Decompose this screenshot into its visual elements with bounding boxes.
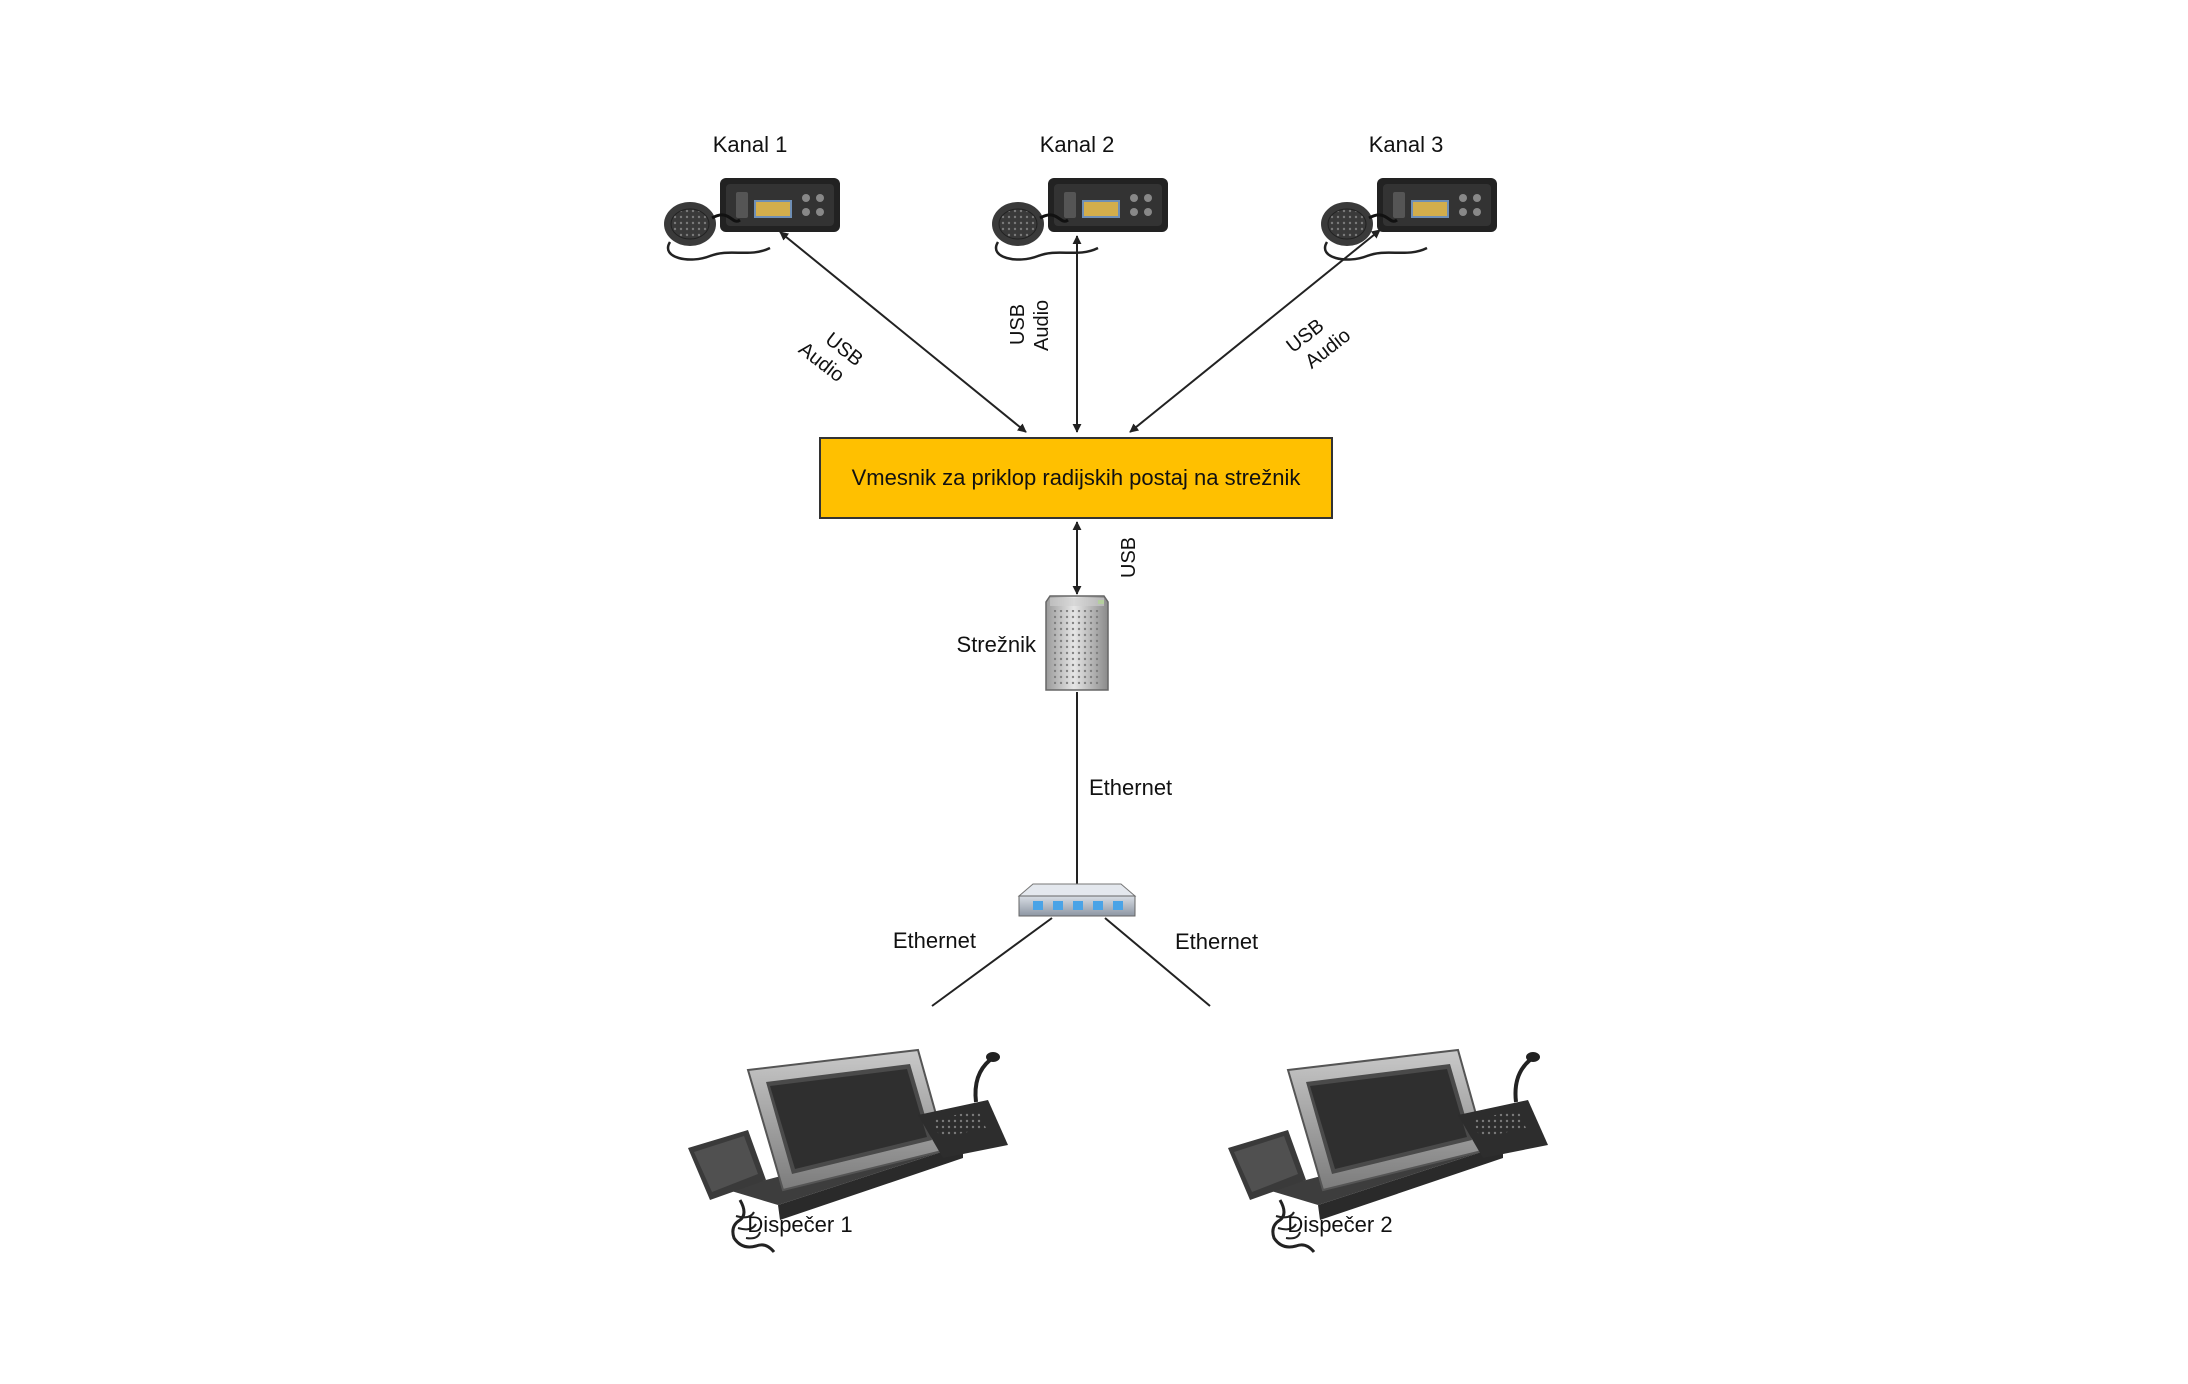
link-switch-dispatcher-1 [931,917,1053,1007]
server-tower-icon [1045,595,1109,691]
dispatcher-label-1: Dispečer 1 [747,1212,852,1237]
server [1045,595,1109,691]
server-label: Strežnik [957,632,1037,657]
network-switch [1017,883,1137,917]
link-label-interface-server: USB [1118,537,1140,578]
link-label-switch-dispatcher-2: Ethernet [1175,929,1258,954]
link-label-server-switch: Ethernet [1089,775,1172,800]
link-radio-3-interface [1129,229,1381,433]
link-label-radio-2: USB Audio [1007,300,1053,351]
svg-text:USB: USB [1007,304,1029,345]
svg-text:Audio: Audio [1031,300,1053,351]
interface-box-label: Vmesnik za priklop radijskih postaj na s… [852,465,1302,490]
radio-kanal-3 [1319,176,1499,262]
link-label-radio-1: USB Audio [794,328,867,386]
radio-kanal-1 [662,176,842,262]
radio-label-2: Kanal 2 [1040,132,1115,157]
link-radio-1-interface [779,231,1027,433]
link-label-switch-dispatcher-1: Ethernet [893,928,976,953]
mobile-radio-icon [662,176,842,262]
link-switch-dispatcher-2 [1104,917,1211,1007]
radio-label-1: Kanal 1 [713,132,788,157]
network-switch-icon [1017,883,1137,917]
mobile-radio-icon [990,176,1170,262]
radio-kanal-2 [990,176,1170,262]
link-label-radio-3: USB Audio [1282,315,1355,373]
dispatcher-label-2: Dispečer 2 [1287,1212,1392,1237]
radio-label-3: Kanal 3 [1369,132,1444,157]
mobile-radio-icon [1319,176,1499,262]
interface-box [819,437,1333,519]
